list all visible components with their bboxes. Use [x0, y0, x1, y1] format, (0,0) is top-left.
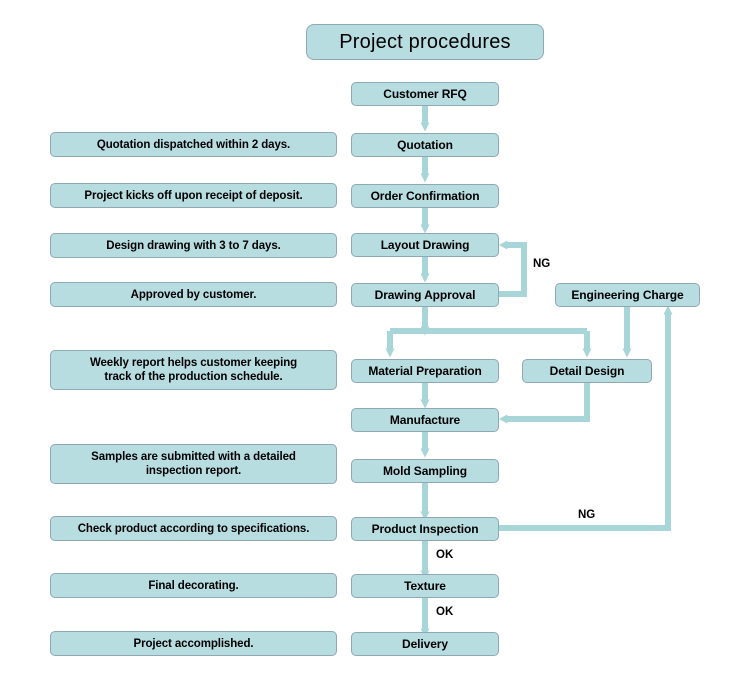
node-delivery[interactable]: Delivery [351, 632, 499, 656]
node-layout-drawing[interactable]: Layout Drawing [351, 233, 499, 257]
node-manufacture[interactable]: Manufacture [351, 408, 499, 432]
note-drawing-approval: Approved by customer. [50, 282, 337, 307]
note-mold-sampling: Samples are submitted with a detailed in… [50, 444, 337, 484]
edge-label-ng-product-inspection: NG [578, 509, 596, 521]
note-quotation: Quotation dispatched within 2 days. [50, 132, 337, 157]
node-product-inspection[interactable]: Product Inspection [351, 517, 499, 541]
node-order-confirmation[interactable]: Order Confirmation [351, 184, 499, 208]
note-delivery: Project accomplished. [50, 631, 337, 656]
note-layout-drawing: Design drawing with 3 to 7 days. [50, 233, 337, 258]
note-material-line1: Weekly report helps customer keeping [89, 357, 298, 369]
edge-label-ok-texture-delivery: OK [436, 606, 454, 618]
node-engineering-charge[interactable]: Engineering Charge [555, 283, 700, 307]
note-material-preparation: Weekly report helps customer keeping tra… [50, 350, 337, 390]
edge-label-ng-drawing-approval: NG [533, 258, 551, 270]
node-quotation[interactable]: Quotation [351, 133, 499, 157]
note-product-inspection: Check product according to specification… [50, 516, 337, 541]
node-mold-sampling[interactable]: Mold Sampling [351, 459, 499, 483]
note-material-line2: track of the production schedule. [104, 371, 283, 383]
node-drawing-approval[interactable]: Drawing Approval [351, 283, 499, 307]
node-customer-rfq[interactable]: Customer RFQ [351, 82, 499, 106]
edge-detail-to-manufacture [498, 383, 590, 424]
edge-approval-ng-to-layout [498, 240, 527, 297]
node-texture[interactable]: Texture [351, 574, 499, 598]
node-detail-design[interactable]: Detail Design [522, 359, 652, 383]
edge-label-ok-inspection-texture: OK [436, 549, 454, 561]
node-material-preparation[interactable]: Material Preparation [351, 359, 499, 383]
note-sampling-line1: Samples are submitted with a detailed [91, 451, 296, 463]
note-sampling-line2: inspection report. [145, 465, 242, 477]
diagram-title: Project procedures [306, 24, 544, 60]
edge-inspection-ng-to-engineering [499, 305, 673, 531]
note-order-confirmation: Project kicks off upon receipt of deposi… [50, 183, 337, 208]
note-texture: Final decorating. [50, 573, 337, 598]
